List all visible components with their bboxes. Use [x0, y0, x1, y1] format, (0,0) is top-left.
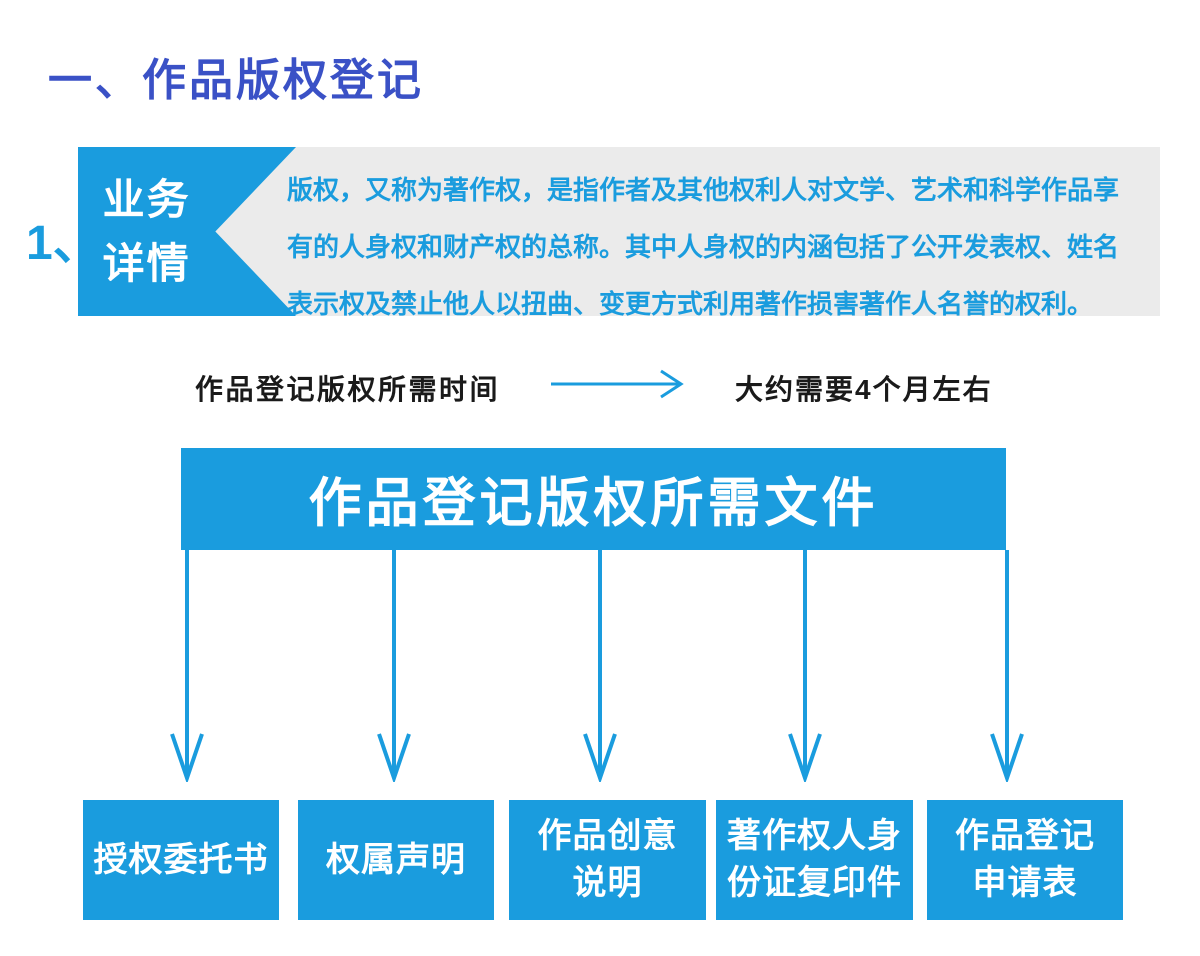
down-arrow-icon	[170, 550, 204, 782]
document-box-authorization-letter: 授权委托书	[83, 800, 279, 920]
down-arrow-icon	[583, 550, 617, 782]
documents-banner: 作品登记版权所需文件	[181, 448, 1006, 550]
timeline-value: 大约需要4个月左右	[735, 374, 993, 405]
timeline-label: 作品登记版权所需时间	[195, 374, 501, 405]
document-box-ownership-statement: 权属声明	[298, 800, 494, 920]
description-line: 表示权及禁止他人以扭曲、变更方式利用著作损害著作人名誉的权利。	[287, 289, 1094, 319]
document-box-id-copy: 著作权人身 份证复印件	[716, 800, 913, 920]
document-box-application-form: 作品登记 申请表	[927, 800, 1123, 920]
description-line: 版权，又称为著作权，是指作者及其他权利人对文学、艺术和科学作品享	[287, 175, 1120, 205]
down-arrow-icon	[788, 550, 822, 782]
business-detail-label-line2: 详情	[102, 239, 191, 287]
page-title: 一、作品版权登记	[48, 56, 424, 105]
down-arrow-icon	[990, 550, 1024, 782]
right-arrow-icon	[551, 369, 684, 399]
down-arrow-icon	[377, 550, 411, 782]
description-line: 有的人身权和财产权的总称。其中人身权的内涵包括了公开发表权、姓名	[287, 232, 1120, 262]
document-box-creative-description: 作品创意 说明	[509, 800, 706, 920]
business-detail-description: 版权，又称为著作权，是指作者及其他权利人对文学、艺术和科学作品享 有的人身权和财…	[287, 149, 1145, 333]
business-detail-label-line1: 业务	[102, 175, 191, 223]
